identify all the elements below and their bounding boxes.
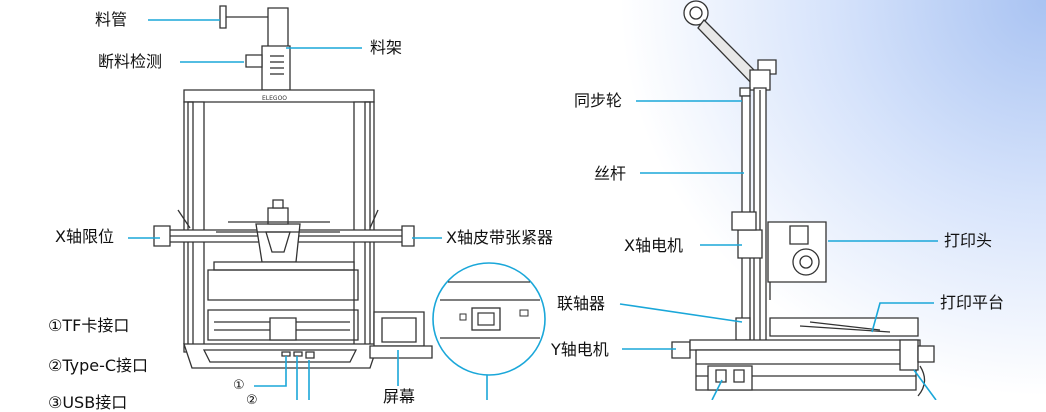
port-item-typec: ②Type-C接口 [48,357,148,375]
port-text: Type-C接口 [62,356,149,375]
front-view-printer: ELEGOO [154,6,432,368]
port-text: TF卡接口 [62,316,130,335]
port-zoom-detail [432,262,546,376]
brand-text: ELEGOO [262,95,287,102]
callout-marker-2: ② [246,393,258,408]
label-coupler: 联轴器 [557,294,606,313]
port-marker: ① [48,316,63,335]
callout-marker-1: ① [233,378,245,393]
printer-diagram: ELEGOO [128,0,938,400]
label-spool-tube: 料管 [95,10,128,29]
port-text: USB接口 [62,393,128,412]
label-spool-holder: 料架 [370,38,403,57]
side-view-printer [672,1,934,396]
label-print-head: 打印头 [944,231,993,250]
label-x-limit: X轴限位 [55,227,114,246]
port-marker: ③ [48,393,63,412]
label-screen: 屏幕 [383,387,416,406]
label-lead-screw: 丝杆 [594,164,627,183]
label-print-bed: 打印平台 [940,293,1005,312]
label-y-motor: Y轴电机 [551,340,609,359]
spool-holder-drawing [220,6,290,90]
label-filament-sensor: 断料检测 [98,52,163,71]
label-sync-wheel: 同步轮 [574,91,623,110]
label-x-belt-tensioner: X轴皮带张紧器 [446,228,553,247]
label-x-motor: X轴电机 [624,236,683,255]
port-item-usb: ③USB接口 [48,394,127,412]
port-marker: ② [48,356,63,375]
port-item-tf: ①TF卡接口 [48,317,129,335]
